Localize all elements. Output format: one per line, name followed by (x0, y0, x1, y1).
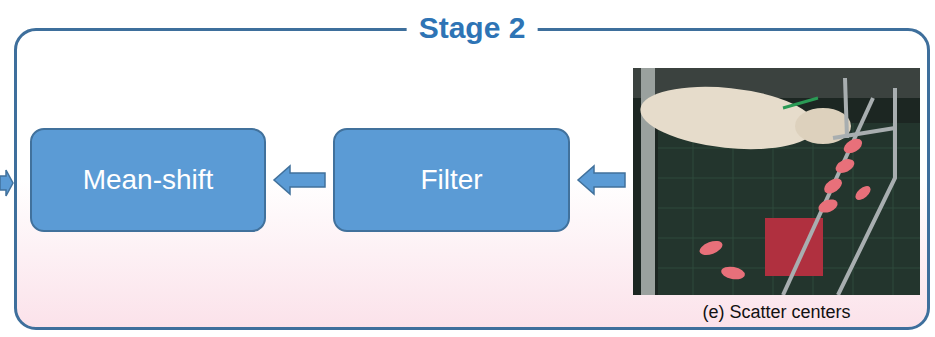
box-label: Filter (420, 164, 482, 196)
process-box: Mean-shift (30, 128, 266, 232)
stage-title: Stage 2 (407, 10, 538, 46)
block-arrow (274, 166, 325, 194)
box-label: Mean-shift (83, 164, 214, 196)
figure-caption: (e) Scatter centers (633, 302, 920, 323)
photo-figure: (e) Scatter centers (633, 68, 920, 295)
process-box: Filter (333, 128, 570, 232)
stage-panel: Stage 2Mean-shiftFilter(e) Scatter cente… (14, 28, 930, 330)
block-arrow (578, 166, 625, 194)
pen-photo (633, 68, 920, 295)
arrow-stub (0, 170, 13, 196)
